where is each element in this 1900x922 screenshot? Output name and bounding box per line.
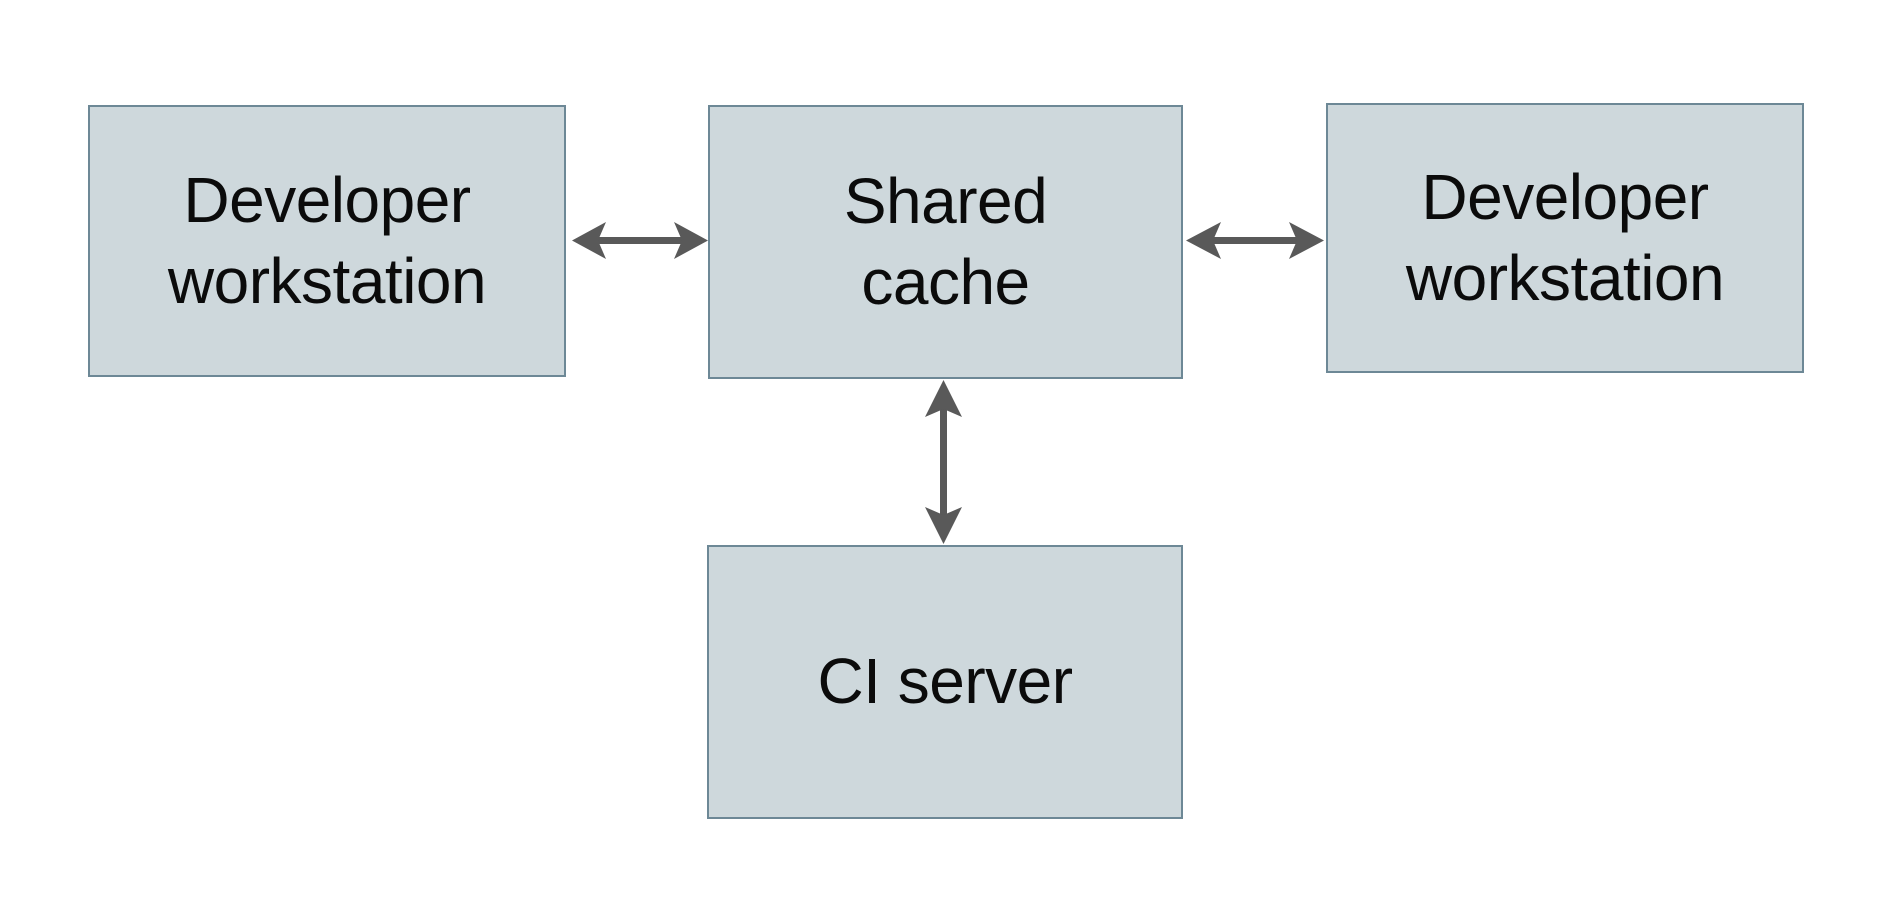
node-developer-workstation-right[interactable]: Developer workstation <box>1326 103 1804 373</box>
node-ci-server[interactable]: CI server <box>707 545 1183 819</box>
node-developer-workstation-left[interactable]: Developer workstation <box>88 105 566 377</box>
node-label: Developer workstation <box>1405 160 1725 314</box>
node-label: CI server <box>817 645 1073 718</box>
node-label: Shared cache <box>843 164 1048 318</box>
edge-cache-to-dev-right <box>1186 222 1324 259</box>
edge-cache-to-ci-server <box>925 380 962 544</box>
node-shared-cache[interactable]: Shared cache <box>708 105 1183 379</box>
node-label: Developer workstation <box>167 163 487 317</box>
edge-dev-left-to-cache <box>572 222 708 259</box>
